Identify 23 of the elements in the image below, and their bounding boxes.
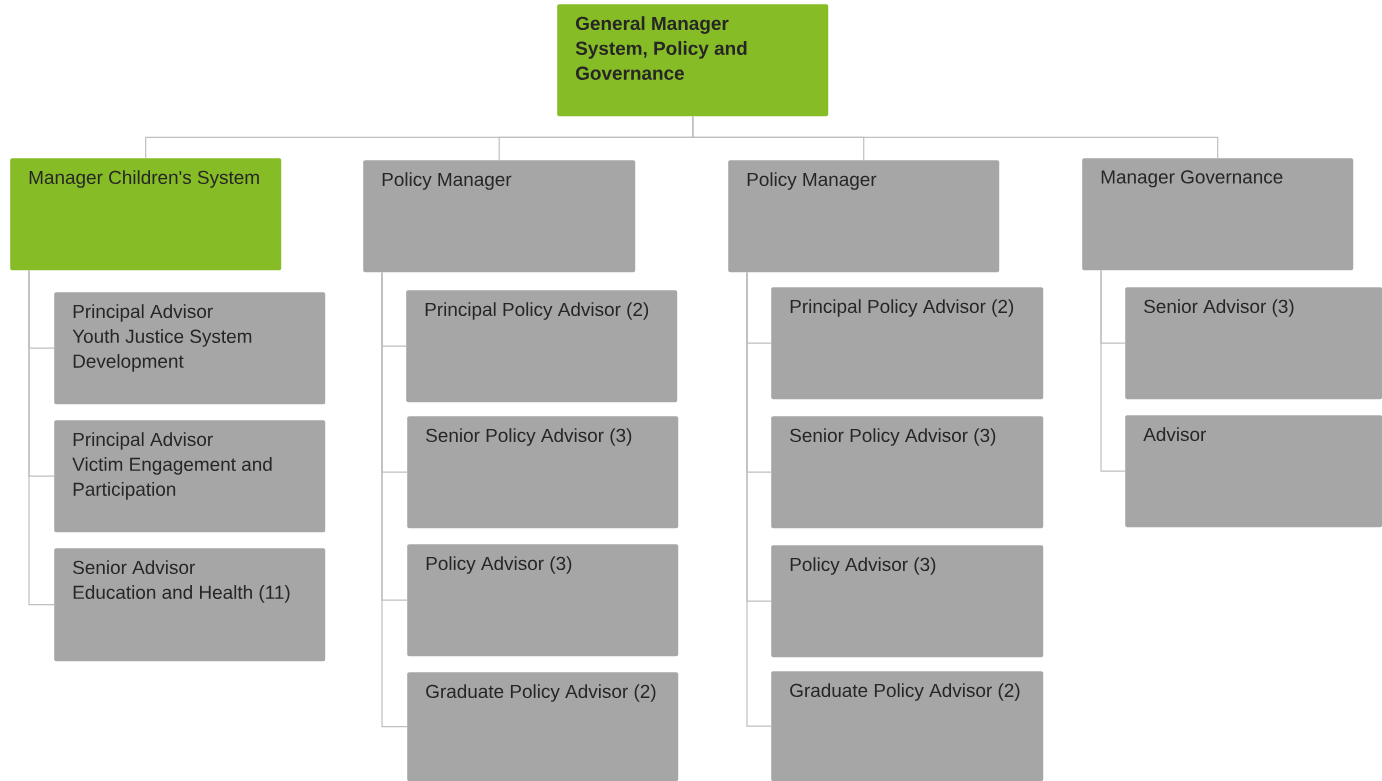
manager-box: General Manager System, Policy and Governance <box>557 4 829 117</box>
manager-box: Manager Governance <box>1082 158 1354 271</box>
role-box: Graduate Policy Advisor (2) <box>407 672 679 781</box>
role-box: Graduate Policy Advisor (2) <box>771 671 1044 781</box>
manager-box: Policy Manager <box>728 160 1000 273</box>
connector-line <box>746 271 772 727</box>
role-box: Principal Policy Advisor (2) <box>771 287 1044 400</box>
role-box: Senior Policy Advisor (3) <box>407 416 679 529</box>
manager-box: Policy Manager <box>363 160 636 273</box>
role-box: Policy Advisor (3) <box>407 544 679 657</box>
role-box: Senior Advisor Education and Health (11) <box>54 548 326 662</box>
role-box: Policy Advisor (3) <box>771 545 1044 658</box>
manager-box: Manager Children's System <box>10 158 282 271</box>
connector-line <box>28 269 55 606</box>
role-box: Principal Advisor Victim Engagement and Participation <box>54 420 326 533</box>
role-box: Senior Advisor (3) <box>1125 287 1382 400</box>
connector-line <box>381 271 408 728</box>
connector-line <box>1100 269 1126 472</box>
role-box: Senior Policy Advisor (3) <box>771 416 1044 529</box>
connector-line <box>692 115 1219 159</box>
role-box: Principal Policy Advisor (2) <box>406 290 678 403</box>
role-box: Advisor <box>1125 415 1382 528</box>
role-box: Principal Advisor Youth Justice System Development <box>54 292 326 405</box>
